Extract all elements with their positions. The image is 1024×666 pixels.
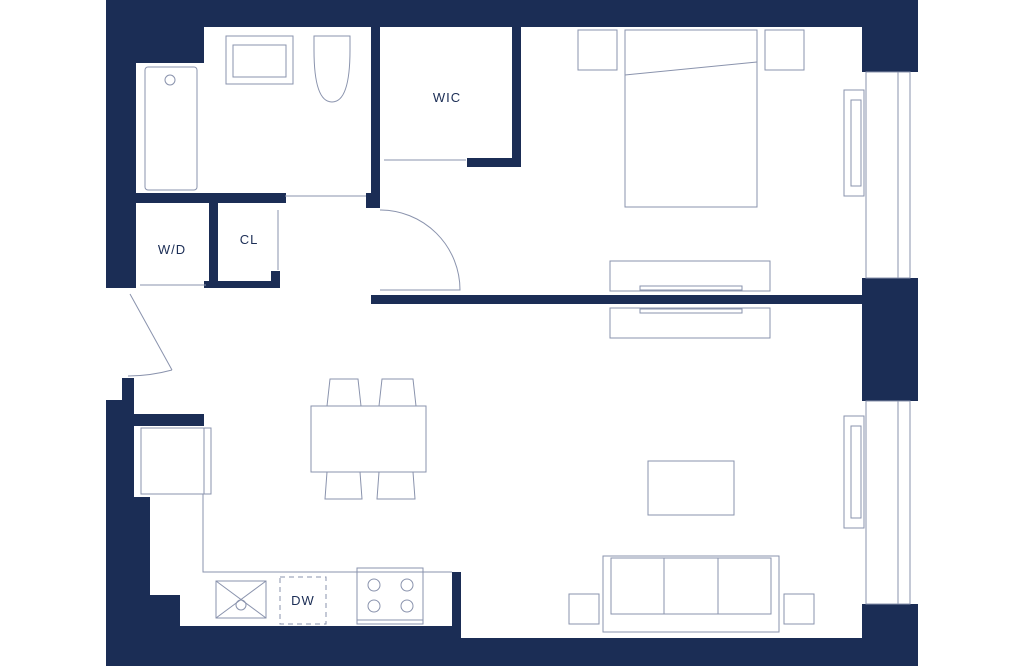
- doors: [127, 209, 461, 377]
- chair: [324, 471, 363, 500]
- counter: [202, 494, 452, 573]
- refrigerator: [140, 427, 212, 495]
- kitchen: DW: [140, 427, 452, 625]
- bedroom-window: [865, 71, 911, 279]
- sofa: [602, 555, 780, 633]
- kitchen-sink: [215, 580, 267, 619]
- toilet: [313, 35, 351, 103]
- bathroom: [144, 35, 366, 197]
- cl-label: CL: [240, 232, 259, 247]
- bedroom-door[interactable]: [379, 209, 461, 291]
- bedroom: [577, 29, 911, 292]
- chair: [376, 471, 416, 500]
- vanity: [225, 35, 294, 85]
- walls: [106, 0, 918, 666]
- chair: [326, 378, 362, 407]
- entry-door[interactable]: [127, 293, 173, 377]
- chair: [378, 378, 417, 407]
- side-table: [568, 593, 600, 625]
- dining: [310, 378, 427, 500]
- closets: WIC W/D CL: [140, 90, 466, 286]
- bathtub: [144, 66, 198, 191]
- dishwasher: [279, 576, 327, 625]
- dw-label: DW: [291, 593, 315, 608]
- nightstand: [577, 29, 618, 71]
- bed: [624, 29, 758, 208]
- dining-table: [310, 405, 427, 473]
- side-table: [783, 593, 815, 625]
- nightstand: [764, 29, 805, 71]
- living-window: [865, 400, 911, 605]
- dresser: [609, 260, 771, 292]
- stove: [356, 567, 424, 625]
- coffee-table: [647, 460, 735, 516]
- living-room: [568, 307, 911, 633]
- sink: [232, 44, 287, 78]
- tub-drain: [164, 74, 176, 86]
- radiator: [843, 89, 865, 197]
- radiator: [843, 415, 865, 529]
- wd-label: W/D: [158, 242, 186, 257]
- wic-label: WIC: [433, 90, 461, 105]
- tv-console: [609, 307, 771, 339]
